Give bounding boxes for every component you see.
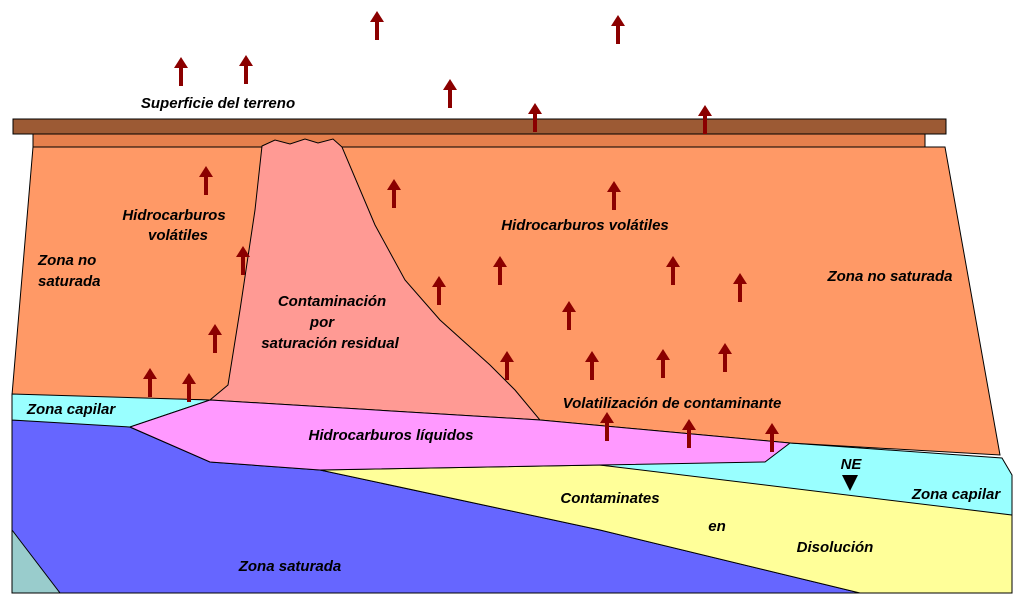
volatilization-label: Volatilización de contaminante bbox=[563, 395, 782, 412]
capillary-left-label: Zona capilar bbox=[26, 401, 117, 418]
vapor-arrow-icon bbox=[370, 11, 384, 40]
volatile-left-label-line1: Hidrocarburos bbox=[122, 207, 225, 224]
surface-label: Superficie del terreno bbox=[141, 95, 295, 112]
vapor-arrow-icon bbox=[611, 15, 625, 44]
plume-label-line3: saturación residual bbox=[261, 335, 399, 352]
liquid-hydrocarbons-label: Hidrocarburos líquidos bbox=[308, 427, 473, 444]
vapor-arrow-icon bbox=[174, 57, 188, 86]
plume-label-line2: por bbox=[309, 314, 335, 331]
dissolved-label-line1: Contaminates bbox=[560, 490, 659, 507]
unsaturated-left-label-line1: Zona no bbox=[37, 252, 96, 269]
water-table-label: NE bbox=[841, 456, 863, 473]
unsaturated-right-label: Zona no saturada bbox=[826, 268, 952, 285]
ground-surface bbox=[13, 119, 946, 134]
vapor-arrow-icon bbox=[239, 55, 253, 84]
unsaturated-left-label-line2: saturada bbox=[38, 273, 101, 290]
volatile-center-label: Hidrocarburos volátiles bbox=[501, 217, 669, 234]
topsoil-band bbox=[33, 134, 925, 147]
dissolved-label-line3: Disolución bbox=[797, 539, 874, 556]
vapor-arrow-icon bbox=[443, 79, 457, 108]
saturated-zone-label: Zona saturada bbox=[238, 558, 342, 575]
plume-label-line1: Contaminación bbox=[278, 293, 386, 310]
volatile-left-label-line2: volátiles bbox=[148, 227, 208, 244]
dissolved-label-line2: en bbox=[708, 518, 726, 535]
capillary-right-label: Zona capilar bbox=[911, 486, 1002, 503]
